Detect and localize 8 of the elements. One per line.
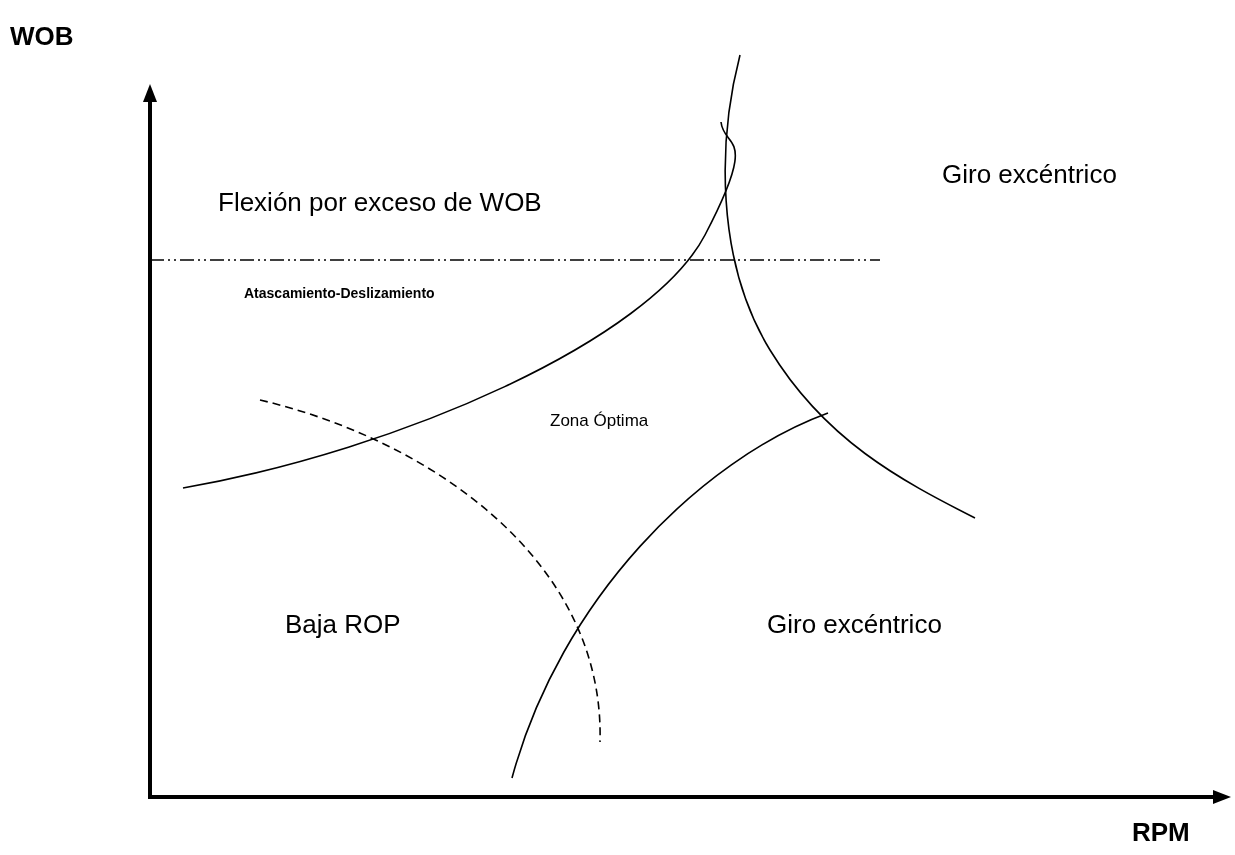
region-label: Atascamiento-Deslizamiento [244, 286, 435, 302]
region-label: Giro excéntrico [942, 160, 1117, 189]
axis-label: RPM [1132, 818, 1190, 847]
region-label: Baja ROP [285, 610, 401, 639]
region-label: Zona Óptima [550, 412, 649, 431]
region-label: Giro excéntrico [767, 610, 942, 639]
region-label: Flexión por exceso de WOB [218, 188, 542, 217]
axis-label: WOB [10, 22, 74, 51]
